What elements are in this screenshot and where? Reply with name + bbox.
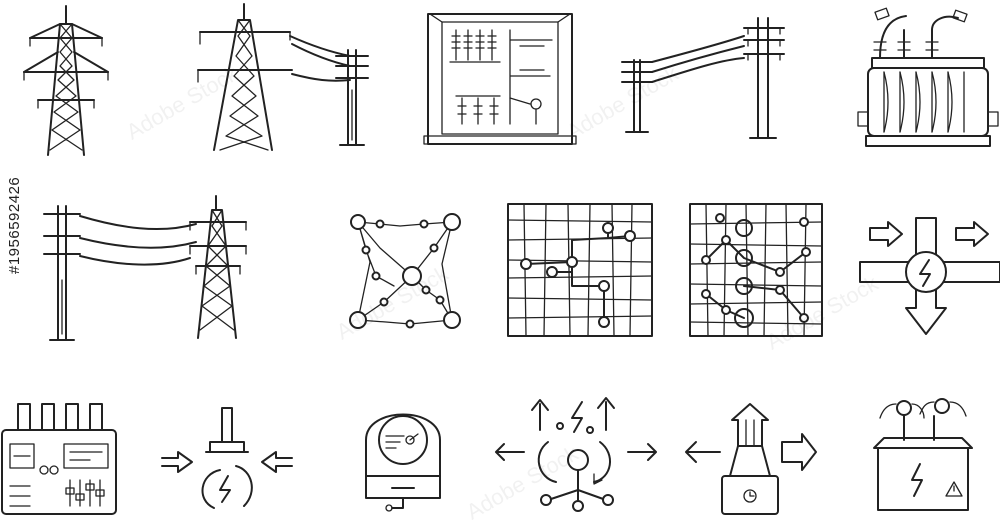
tower-to-pole-line-icon xyxy=(197,3,369,151)
switch-lever-icon xyxy=(161,407,293,509)
electric-meter-icon xyxy=(365,413,441,512)
transmission-tower-icon xyxy=(23,5,109,156)
power-dispatch-unit-icon xyxy=(685,403,817,515)
pole-to-tower-line-icon xyxy=(43,195,247,341)
energy-flow-arrows-icon xyxy=(859,217,1000,335)
switchgear-panel-icon xyxy=(423,13,577,145)
power-transformer-icon xyxy=(857,7,999,147)
distribution-map-icon xyxy=(689,203,823,337)
grid-map-icon xyxy=(507,203,653,337)
stock-id-label: #1956592426 xyxy=(6,176,23,274)
energy-distribution-hub-icon xyxy=(495,397,657,512)
substation-box-icon xyxy=(873,398,973,511)
network-nodes-icon xyxy=(349,213,461,329)
control-panel-icon xyxy=(1,403,117,515)
utility-pole-lines-icon xyxy=(621,17,785,139)
